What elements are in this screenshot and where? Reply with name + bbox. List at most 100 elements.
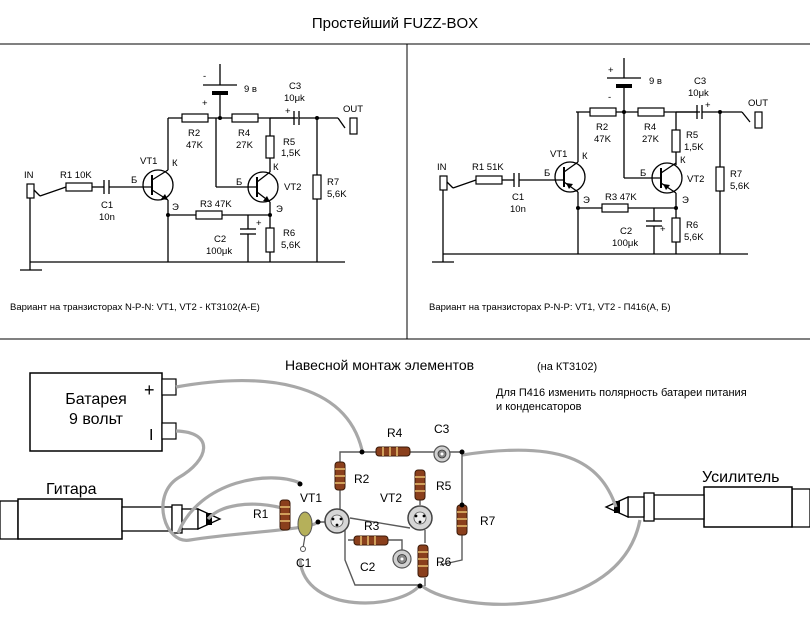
r4-value: 27K — [236, 140, 254, 151]
r2-label: R2 — [188, 128, 200, 139]
vt2-component — [407, 505, 433, 531]
out-label: OUT — [343, 104, 363, 115]
r4-label: R4 — [238, 128, 250, 139]
r3-component — [353, 535, 389, 546]
vt1-label: VT1 — [140, 156, 157, 167]
r7-label: R7 — [327, 177, 339, 188]
mount-r4-label: R4 — [387, 426, 403, 440]
svg-text:1,5K: 1,5K — [684, 142, 704, 153]
svg-text:10μk: 10μk — [688, 88, 709, 99]
pnp-battery-plus: + — [608, 65, 614, 76]
page-title: Простейший FUZZ-BOX — [312, 15, 478, 32]
r6-resistor — [265, 227, 275, 253]
svg-text:R6: R6 — [686, 220, 698, 231]
mounting-diagram: Навесной монтаж элементов (на КТ3102) Дл… — [0, 357, 810, 606]
svg-text:C2: C2 — [620, 226, 632, 237]
schematic-npn: - + 9 в R2 47K R4 27K C3 10μk + R5 1,5K … — [10, 64, 363, 313]
svg-text:100μk: 100μk — [612, 238, 638, 249]
svg-text:47K: 47K — [594, 134, 612, 145]
mount-r6-label: R6 — [436, 555, 452, 569]
r1-resistor — [65, 182, 93, 192]
svg-text:R7: R7 — [730, 169, 742, 180]
mount-r3-label: R3 — [364, 519, 380, 533]
r3-label: R3 47K — [200, 199, 232, 210]
mounting-title: Навесной монтаж элементов — [285, 357, 474, 373]
svg-text:VT2: VT2 — [687, 174, 704, 185]
battery-title: Батарея — [65, 391, 127, 408]
r6-label: R6 — [283, 228, 295, 239]
vt1-transistor — [142, 169, 174, 201]
battery-minus-terminal — [161, 422, 177, 440]
c2-component — [392, 549, 412, 569]
svg-text:К: К — [273, 162, 279, 173]
battery-minus-label: - — [203, 71, 206, 82]
c2-label: C2 — [214, 234, 226, 245]
battery-plus-cable — [175, 379, 364, 451]
svg-text:R1 51K: R1 51K — [472, 162, 504, 173]
r1-component — [279, 499, 291, 531]
mount-c1-label: C1 — [296, 556, 312, 570]
out-terminal — [349, 117, 358, 135]
svg-text:10n: 10n — [510, 204, 526, 215]
mount-r5-label: R5 — [436, 479, 452, 493]
note-line-1: Для П416 изменить полярность батареи пит… — [496, 387, 747, 399]
svg-text:R3 47K: R3 47K — [605, 192, 637, 203]
svg-text:R5: R5 — [686, 130, 698, 141]
battery-plus-sign: + — [144, 380, 155, 400]
c3-label: C3 — [289, 81, 301, 92]
svg-text:R2: R2 — [596, 122, 608, 133]
svg-text:VT1: VT1 — [550, 149, 567, 160]
svg-text:Б: Б — [640, 168, 646, 179]
mounting-title-note: (на КТ3102) — [537, 361, 597, 373]
battery-plus-label: + — [202, 98, 208, 109]
battery-voltage: 9 вольт — [69, 411, 124, 428]
battery-plus-terminal — [161, 378, 177, 396]
amp-jack — [703, 486, 793, 528]
vt1-component — [324, 508, 350, 534]
c1-value: 10n — [99, 212, 115, 223]
c1-label: C1 — [101, 200, 113, 211]
battery-box — [29, 372, 163, 452]
battery-minus-sign: I — [149, 427, 153, 444]
c1-component — [297, 511, 313, 552]
svg-text:C1: C1 — [512, 192, 524, 203]
svg-text:К: К — [680, 155, 686, 166]
r3-resistor — [195, 210, 223, 220]
c3-component — [433, 445, 451, 463]
battery-label: 9 в — [244, 84, 257, 95]
mount-c3-label: C3 — [434, 422, 450, 436]
r1-label: R1 10K — [60, 170, 92, 181]
svg-text:+: + — [256, 218, 262, 229]
svg-text:+: + — [705, 100, 711, 111]
r6-component — [417, 544, 429, 578]
svg-text:5,6K: 5,6K — [730, 181, 750, 192]
battery-minus-cable — [161, 429, 320, 542]
r4-resistor — [231, 113, 259, 123]
npn-caption: Вариант на транзисторах N-P-N: VT1, VT2 … — [10, 302, 260, 313]
r4-component — [375, 446, 411, 457]
r2-resistor — [181, 113, 209, 123]
svg-text:Э: Э — [172, 202, 179, 213]
svg-text:27K: 27K — [642, 134, 660, 145]
svg-text:OUT: OUT — [748, 98, 768, 109]
r7-component — [456, 504, 468, 536]
pnp-battery-minus: - — [608, 92, 611, 103]
in-label: IN — [24, 170, 34, 181]
mount-vt2-label: VT2 — [380, 491, 402, 505]
svg-text:Б: Б — [544, 168, 550, 179]
r5-component — [414, 469, 426, 501]
r5-value: 1,5K — [281, 148, 301, 159]
c2-value: 100μk — [206, 246, 232, 257]
svg-text:Э: Э — [682, 195, 689, 206]
svg-text:C3: C3 — [694, 76, 706, 87]
guitar-sleeve-cable — [176, 476, 301, 534]
svg-text:+: + — [660, 224, 666, 235]
r7-value: 5,6K — [327, 189, 347, 200]
svg-text:IN: IN — [437, 162, 447, 173]
pnp-battery-label: 9 в — [649, 76, 662, 87]
r5-resistor — [265, 135, 275, 159]
in-terminal — [26, 183, 35, 199]
amp-tip-cable — [461, 448, 618, 508]
amp-sleeve-cable — [421, 519, 642, 606]
